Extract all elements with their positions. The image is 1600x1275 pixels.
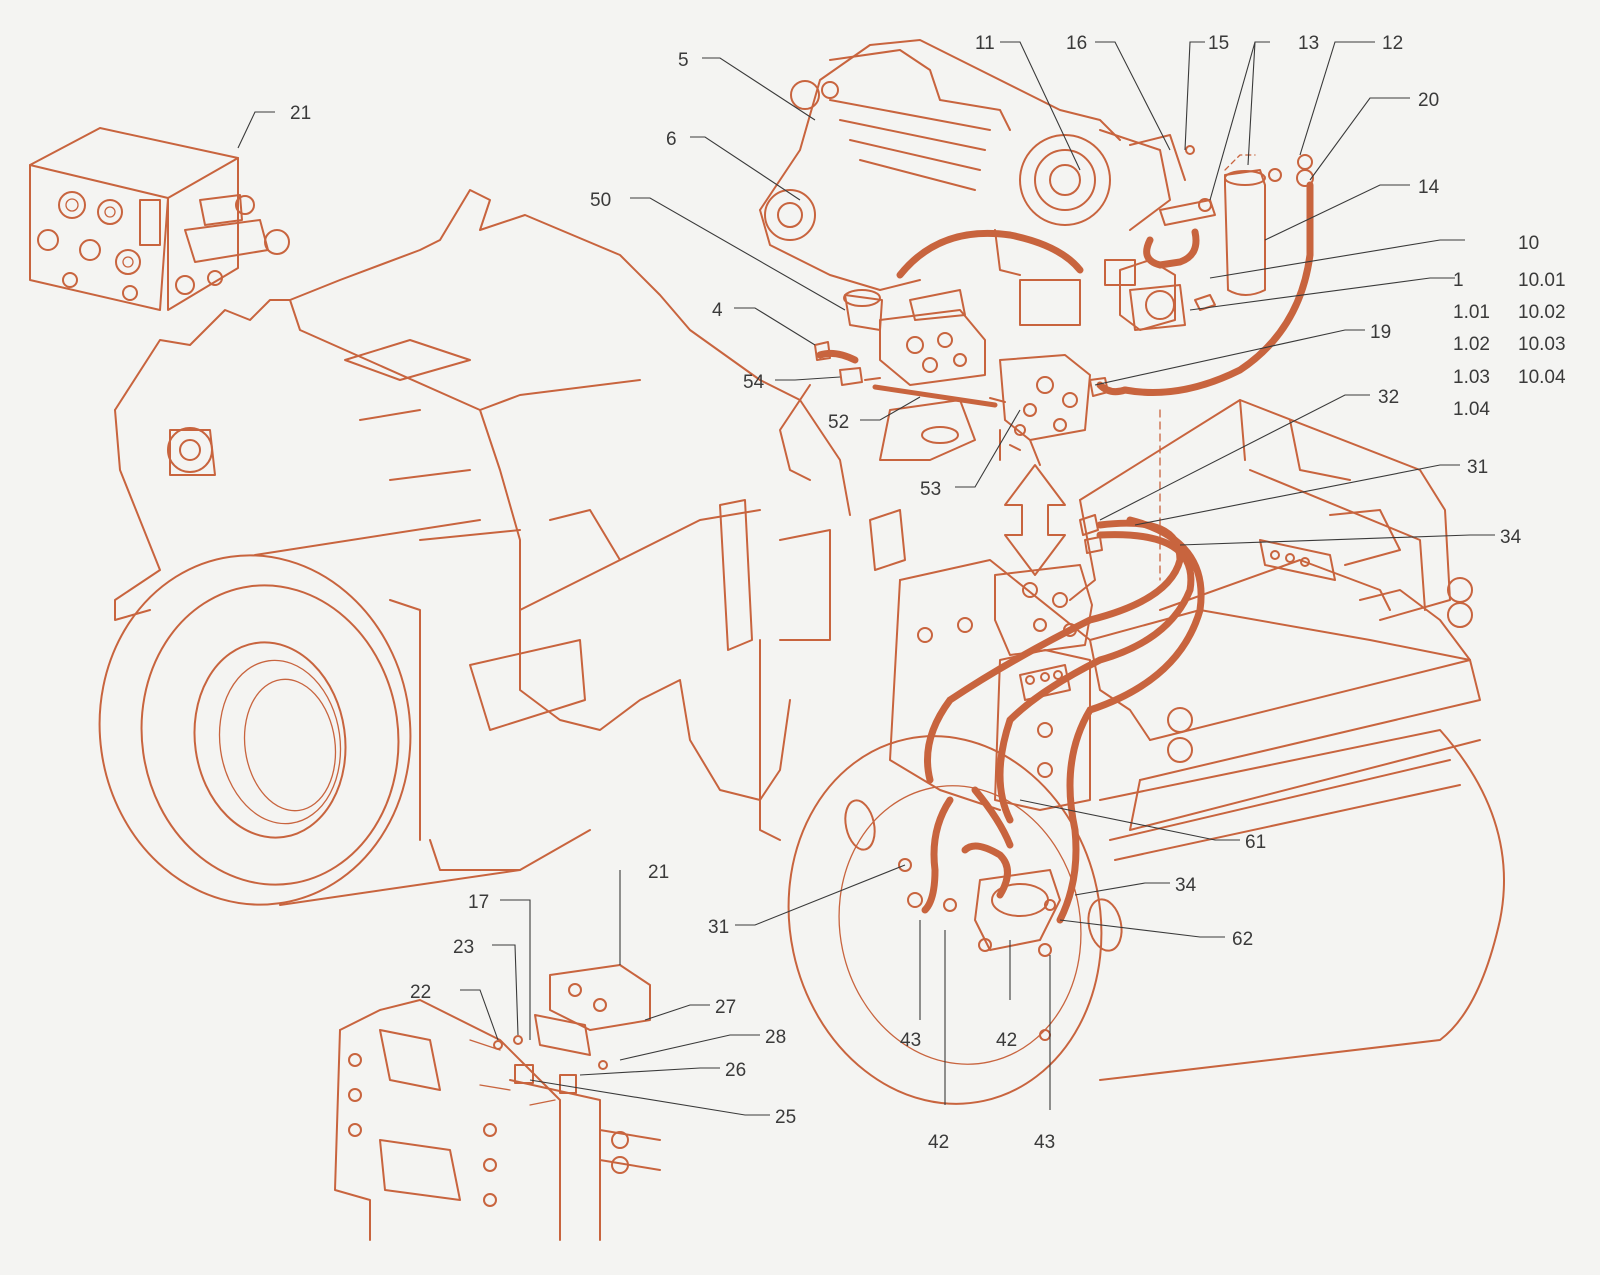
callout-21-lower: 21 [648, 862, 669, 883]
callout-21: 21 [290, 103, 311, 124]
callout-11: 11 [975, 33, 995, 54]
callout-34: 34 [1500, 527, 1522, 548]
callout-25: 25 [775, 1107, 796, 1128]
callout-53: 53 [920, 479, 941, 500]
valve-block-detail [29, 127, 290, 311]
callout-10: 10 [1518, 233, 1539, 254]
bracket-detail [334, 964, 661, 1241]
callout-22: 22 [410, 982, 431, 1003]
leader-lines [237, 41, 1495, 1116]
callout-1-03: 1.03 [1453, 367, 1490, 388]
callout-1-01: 1.01 [1453, 302, 1490, 323]
callout-31-lower: 31 [708, 917, 729, 938]
center-valve-assembly [779, 289, 1161, 581]
callout-13: 13 [1298, 33, 1319, 54]
callout-17: 17 [468, 892, 489, 913]
callout-26: 26 [725, 1060, 746, 1081]
rear-frame-and-drum [787, 399, 1505, 1105]
callout-42: 42 [996, 1030, 1017, 1051]
callout-61: 61 [1245, 832, 1266, 853]
callout-34-lower: 34 [1175, 875, 1197, 896]
callout-19: 19 [1370, 322, 1391, 343]
callout-31: 31 [1467, 457, 1488, 478]
callout-28: 28 [765, 1027, 786, 1048]
callout-52: 52 [828, 412, 849, 433]
callout-1-02: 1.02 [1453, 334, 1490, 355]
callout-4: 4 [712, 300, 723, 321]
callout-labels: 21 5 11 16 15 13 12 20 6 14 50 10 1 10.0… [290, 33, 1566, 1153]
callout-14: 14 [1418, 177, 1440, 198]
engine-assembly [759, 39, 1314, 396]
callout-16: 16 [1066, 33, 1087, 54]
callout-50: 50 [590, 190, 611, 211]
callout-10-03: 10.03 [1518, 334, 1566, 355]
callout-32: 32 [1378, 387, 1399, 408]
front-frame-and-drum [98, 189, 906, 906]
callout-62: 62 [1232, 929, 1253, 950]
callout-27: 27 [715, 997, 736, 1018]
callout-43: 43 [900, 1030, 921, 1051]
callout-15: 15 [1208, 33, 1229, 54]
callout-42-lower: 42 [928, 1132, 949, 1153]
callout-10-04: 10.04 [1518, 367, 1566, 388]
callout-12: 12 [1382, 33, 1403, 54]
callout-43-lower: 43 [1034, 1132, 1055, 1153]
callout-6: 6 [666, 129, 677, 150]
callout-10-02: 10.02 [1518, 302, 1566, 323]
callout-20: 20 [1418, 90, 1439, 111]
callout-1-04: 1.04 [1453, 399, 1490, 420]
callout-54: 54 [743, 372, 765, 393]
callout-23: 23 [453, 937, 474, 958]
callout-10-01: 10.01 [1518, 270, 1566, 291]
callout-1: 1 [1453, 270, 1464, 291]
callout-5: 5 [678, 50, 689, 71]
